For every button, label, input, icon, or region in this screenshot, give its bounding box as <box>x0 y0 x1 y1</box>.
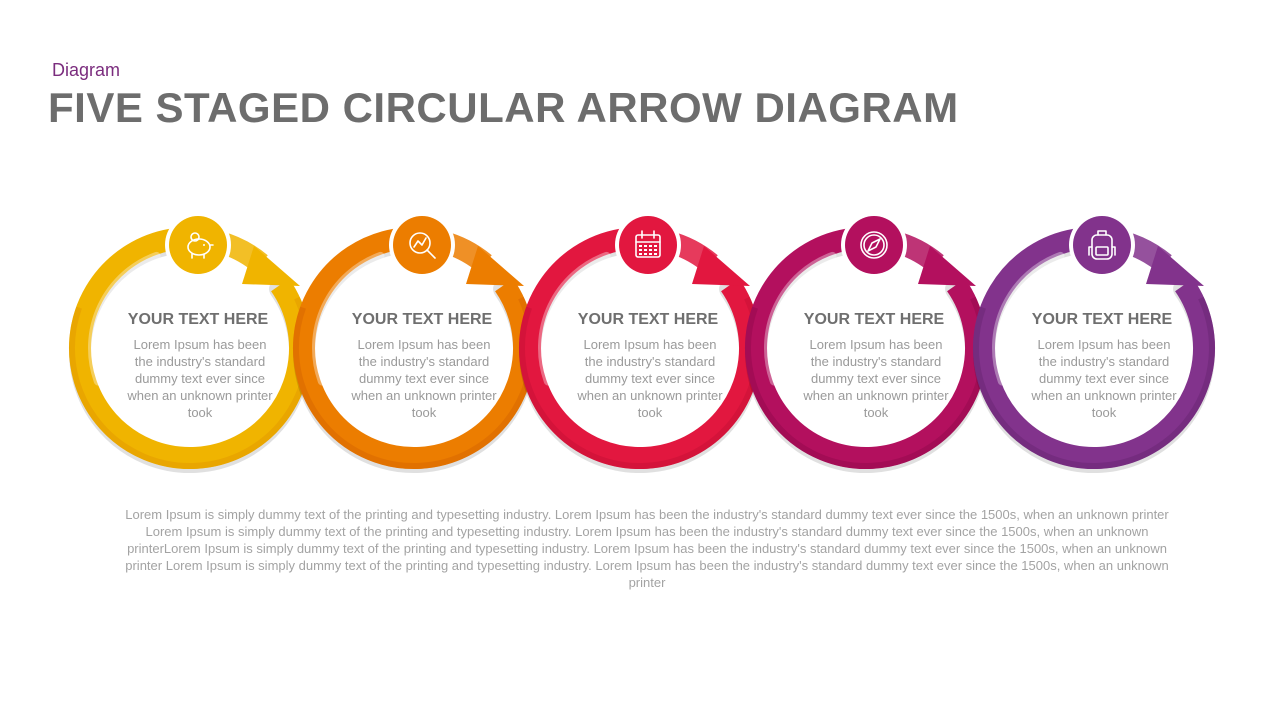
footer-paragraph: Lorem Ipsum is simply dummy text of the … <box>125 507 1169 590</box>
stage-1-disc <box>88 246 292 450</box>
stage-1-body: Lorem Ipsum has been the industry's stan… <box>127 337 273 420</box>
stage-4-graphic <box>745 212 987 473</box>
stage-4-badge <box>845 216 903 274</box>
stage-2-heading: YOUR TEXT HERE <box>351 311 493 328</box>
stage-3-badge <box>619 216 677 274</box>
slide-title: FIVE STAGED CIRCULAR ARROW DIAGRAM <box>48 84 959 131</box>
stage-5-graphic <box>973 212 1215 473</box>
stage-4-arrowhead <box>918 246 976 286</box>
backpack-icon <box>1088 230 1116 260</box>
magnifier-chart-icon <box>409 232 436 259</box>
stage-2-disc <box>312 246 516 450</box>
stage-2-ring-highlight <box>312 251 385 386</box>
stage-1-graphic <box>69 212 311 473</box>
stage-5-ring-highlight <box>992 251 1065 386</box>
stage-3-ring-highlight <box>538 251 611 386</box>
stage-2-arrowhead <box>466 246 524 286</box>
stage-3-disc <box>538 246 742 450</box>
stage-5-body: Lorem Ipsum has been the industry's stan… <box>1031 337 1177 420</box>
stage-5-ring <box>973 228 1215 469</box>
stage-2-body: Lorem Ipsum has been the industry's stan… <box>351 337 497 420</box>
stage-4-ring-highlight <box>764 251 837 386</box>
stage-5-arrowhead <box>1146 246 1204 286</box>
stage-1-badge <box>169 216 227 274</box>
piggy-bank-icon <box>187 232 214 259</box>
stage-1-ring-highlight <box>88 251 161 386</box>
calendar-icon <box>635 230 661 258</box>
stage-3-heading: YOUR TEXT HERE <box>577 311 719 328</box>
stage-4-heading: YOUR TEXT HERE <box>803 311 945 328</box>
stage-4-ring <box>745 228 987 469</box>
stage-4-body: Lorem Ipsum has been the industry's stan… <box>803 337 949 420</box>
stage-1-arrowhead <box>242 246 300 286</box>
stage-5-disc <box>992 246 1196 450</box>
stage-4-disc <box>764 246 968 450</box>
slide-subtitle: Diagram <box>52 60 121 80</box>
stage-3-arrowhead <box>692 246 750 286</box>
stage-3-graphic <box>519 212 761 473</box>
stage-5-heading: YOUR TEXT HERE <box>1031 311 1173 328</box>
stage-3-body: Lorem Ipsum has been the industry's stan… <box>577 337 723 420</box>
compass-icon <box>860 231 888 259</box>
stage-5-ring-edge <box>973 296 1215 469</box>
stage-1-heading: YOUR TEXT HERE <box>127 311 269 328</box>
stage-5-badge <box>1073 216 1131 274</box>
